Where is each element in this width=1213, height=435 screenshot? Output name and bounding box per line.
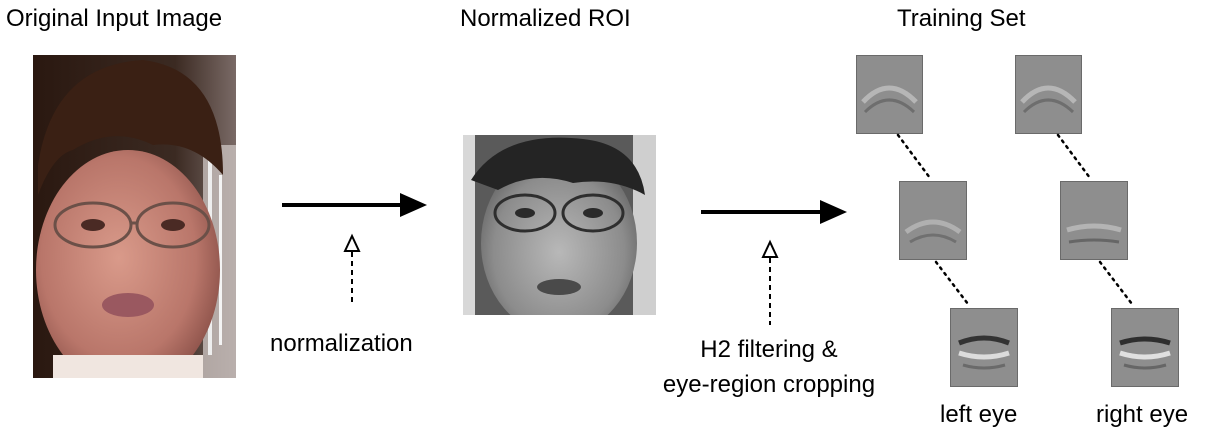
normalization-label: normalization	[270, 330, 413, 357]
left-chain-link-2	[934, 260, 970, 306]
filtering-indicator-head	[761, 239, 779, 258]
left-chain-link-1	[896, 133, 932, 180]
training-set-title: Training Set	[897, 5, 1026, 32]
left-eye-label: left eye	[940, 401, 1018, 428]
training-left-thumb-1	[856, 55, 923, 134]
training-left-thumb-2	[899, 181, 967, 260]
right-chain-link-1	[1056, 133, 1092, 180]
original-image-title: Original Input Image	[6, 5, 223, 32]
normalized-roi-image	[463, 135, 656, 315]
training-right-thumb-2	[1060, 181, 1128, 260]
normalization-indicator-head	[343, 233, 361, 252]
left-eye-thumb	[950, 308, 1018, 387]
training-right-thumb-1	[1015, 55, 1082, 134]
normalized-roi-title: Normalized ROI	[460, 5, 631, 32]
filtering-arrowhead	[820, 200, 847, 224]
filtering-label-line1: H2 filtering &	[700, 336, 838, 363]
normalization-arrowhead	[400, 193, 427, 217]
right-eye-label: right eye	[1096, 401, 1189, 428]
filtering-label-line2: eye-region cropping	[662, 371, 876, 398]
right-eye-thumb	[1111, 308, 1179, 387]
original-face-photo	[33, 55, 236, 378]
right-chain-link-2	[1098, 260, 1134, 306]
